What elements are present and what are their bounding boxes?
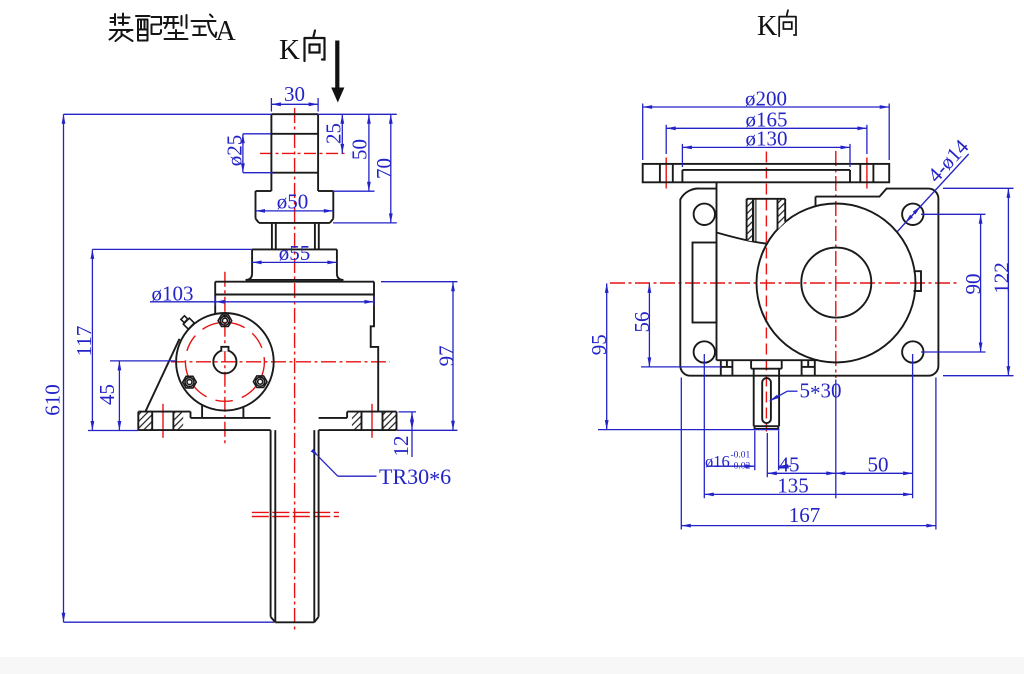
svg-text:-0.02: -0.02 <box>731 462 751 472</box>
svg-text:167: 167 <box>789 503 821 527</box>
svg-text:ø130: ø130 <box>746 127 788 151</box>
svg-text:A: A <box>216 16 237 47</box>
svg-text:610: 610 <box>41 384 65 416</box>
svg-text:ø165: ø165 <box>746 108 788 132</box>
svg-text:56: 56 <box>630 312 654 333</box>
svg-text:122: 122 <box>990 262 1014 294</box>
svg-text:117: 117 <box>72 326 96 357</box>
svg-text:70: 70 <box>372 158 396 179</box>
svg-text:25: 25 <box>322 123 346 144</box>
svg-text:ø200: ø200 <box>745 87 787 111</box>
svg-text:ø50: ø50 <box>277 189 309 213</box>
svg-text:TR30*6: TR30*6 <box>379 464 451 492</box>
svg-text:ø55: ø55 <box>279 241 311 265</box>
svg-text:12: 12 <box>389 436 413 457</box>
svg-text:95: 95 <box>587 334 611 355</box>
svg-text:97: 97 <box>435 345 459 366</box>
svg-text:ø16: ø16 <box>705 452 730 471</box>
svg-text:50: 50 <box>348 139 372 160</box>
svg-text:ø25: ø25 <box>223 135 247 167</box>
svg-text:90: 90 <box>961 274 985 295</box>
svg-text:45: 45 <box>779 452 800 476</box>
svg-text:ø103: ø103 <box>152 282 194 306</box>
svg-text:30: 30 <box>284 82 305 106</box>
svg-text:45: 45 <box>95 384 119 405</box>
svg-text:50: 50 <box>868 452 889 476</box>
svg-text:K: K <box>279 34 300 66</box>
svg-text:135: 135 <box>777 473 809 497</box>
svg-text:5*30: 5*30 <box>800 379 842 406</box>
svg-text:-0.01: -0.01 <box>731 451 751 461</box>
svg-text:K: K <box>757 11 777 42</box>
